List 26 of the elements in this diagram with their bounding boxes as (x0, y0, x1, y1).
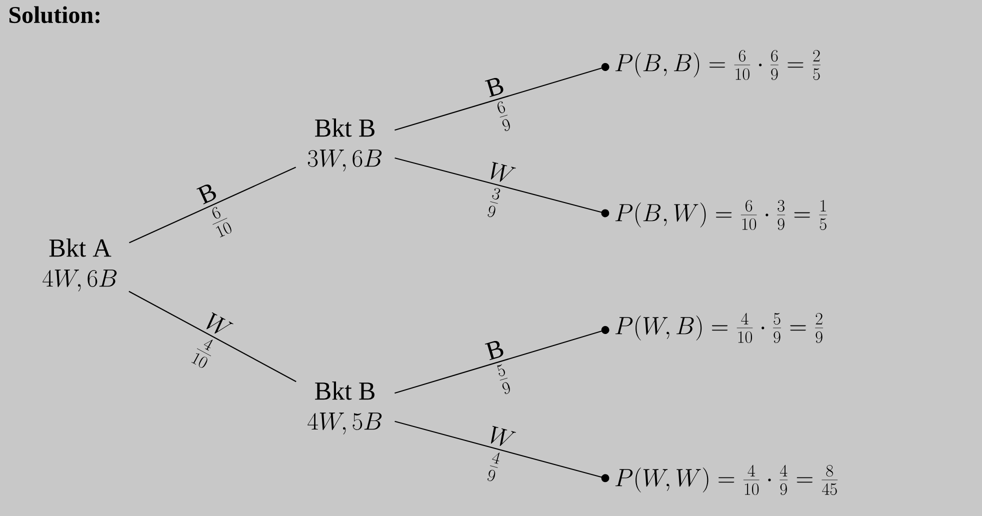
edge-label: B (484, 78, 504, 98)
branch-line (394, 158, 610, 218)
probability-label: $\frac{6}{9}$ (498, 101, 510, 131)
branch-line (394, 326, 610, 394)
edge-label: B (196, 184, 216, 204)
edge-label: $W$ (206, 312, 234, 334)
edge-label: B (484, 341, 504, 360)
outcome-formula: $P(B, W) = \frac{6}{10} \cdot \frac{3}{9} = \frac{1}{5}$ (615, 200, 828, 230)
branch-line (394, 420, 610, 482)
probability-label: $\frac{4}{10}$ (191, 340, 213, 368)
outcome-formula: $P(B, B) = \frac{6}{10} \cdot \frac{6}{9} = \frac{2}{5}$ (615, 50, 820, 80)
outcome-formula: $P(W, B) = \frac{4}{10} \cdot \frac{5}{9} = \frac{2}{9}$ (615, 312, 824, 344)
probability-label: $\frac{5}{9}$ (497, 364, 510, 394)
edge-label: $W$ (490, 162, 516, 182)
probability-label: $\frac{4}{9}$ (487, 452, 500, 482)
edge-label: $W$ (490, 426, 516, 446)
probability-label: $\frac{6}{10}$ (212, 207, 232, 238)
branch-line (128, 290, 296, 382)
outcome-formula: $P(W, W) = \frac{4}{10} \cdot \frac{4}{9} = \frac{8}{45}$ (615, 464, 838, 496)
bucket-label: Bkt B $3W, 6B$ (308, 118, 382, 172)
bucket-label: Bkt B $4W, 5B$ (308, 382, 382, 434)
branch-line (129, 166, 296, 244)
bucket-label: Bkt A $4W, 6B$ (42, 238, 117, 292)
branch-line (394, 63, 610, 131)
title: Solution: (9, 6, 100, 24)
probability-label: $\frac{3}{9}$ (488, 188, 500, 218)
